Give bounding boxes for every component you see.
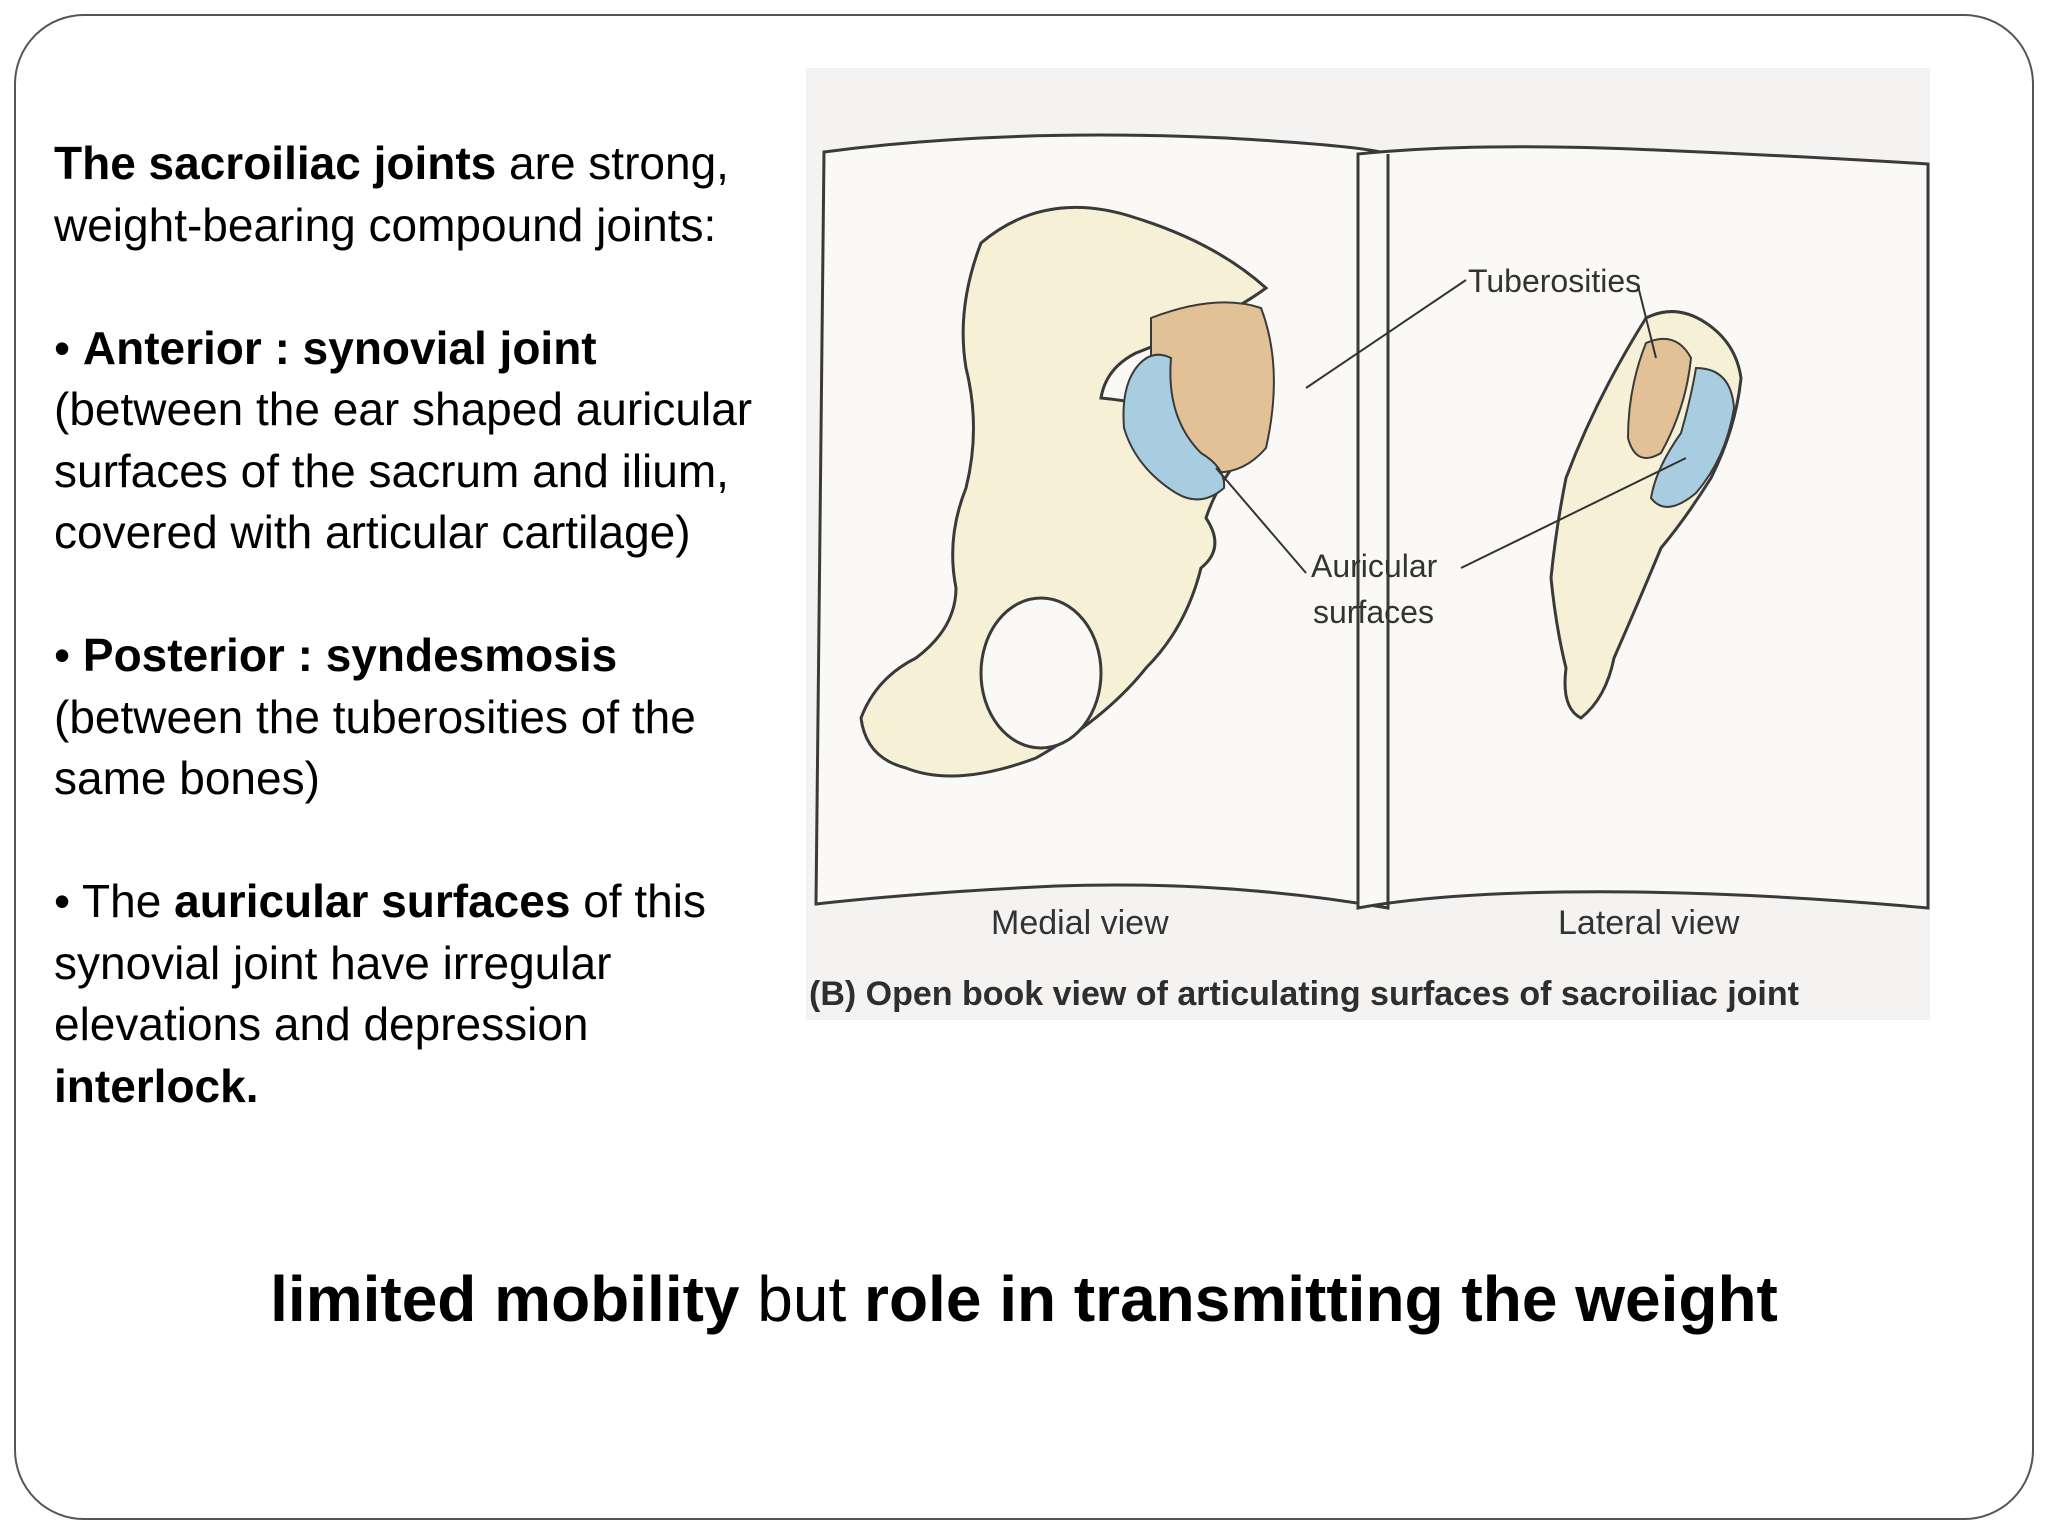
intro-line-1: The sacroiliac joints are strong, (54, 133, 854, 195)
auricular-heading: • The auricular surfaces of this (54, 871, 854, 933)
anterior-heading: • Anterior : synovial joint (54, 318, 854, 380)
anterior-line: covered with articular cartilage) (54, 506, 691, 558)
anterior-title: Anterior : synovial joint (82, 321, 597, 374)
intro-line-2: weight-bearing compound joints: (54, 198, 717, 251)
label-tuberosities: Tuberosities (1468, 263, 1641, 299)
body-text: The sacroiliac joints are strong, weight… (54, 133, 854, 1117)
label-auricular-1: Auricular (1311, 548, 1438, 584)
anterior-line: surfaces of the sacrum and ilium, (54, 444, 729, 497)
summary-line: limited mobility but role in transmittin… (0, 1262, 2048, 1336)
summary-bold-1: limited mobility (270, 1263, 740, 1335)
auricular-prefix: • The (54, 875, 175, 927)
spacer (54, 810, 854, 872)
auricular-line: synovial joint have irregular (54, 936, 612, 989)
sacrum-auricular-surface (1649, 366, 1736, 508)
auricular-bold: auricular surfaces (174, 875, 571, 927)
obturator-foramen (979, 596, 1103, 750)
sacrum-tuberosity (1626, 338, 1693, 459)
bullet-glyph: • (54, 629, 83, 681)
spacer (54, 564, 854, 626)
posterior-line: same bones) (54, 752, 320, 804)
bullet-glyph: • (54, 321, 83, 374)
open-book-illustration: Tuberosities Auricular surfaces Medial v… (814, 133, 1930, 942)
anterior-line: (between the ear shaped auricular (54, 383, 753, 435)
leader-auricular-left (1215, 467, 1307, 574)
ilium-auricular-surface (1122, 353, 1226, 501)
leader-auricular-right (1460, 457, 1687, 569)
label-medial-view: Medial view (991, 904, 1169, 942)
posterior-title: Posterior : syndesmosis (82, 629, 618, 681)
figure-caption: (B) Open book view of articulating surfa… (809, 975, 1799, 1013)
anatomy-figure: Tuberosities Auricular surfaces Medial v… (806, 68, 1930, 1020)
intro-rest: are strong, (496, 137, 729, 189)
leader-tuberosities-right (1637, 285, 1657, 359)
ilium-bone (859, 205, 1269, 778)
auricular-line: elevations and depression (54, 998, 589, 1050)
label-lateral-view: Lateral view (1558, 904, 1740, 942)
leader-tuberosities-left (1305, 279, 1467, 389)
posterior-line: (between the tuberosities of the (54, 690, 696, 743)
spacer (54, 256, 854, 318)
auricular-final: interlock. (54, 1056, 854, 1118)
intro-bold: The sacroiliac joints (54, 137, 497, 189)
auricular-suffix: of this (570, 875, 706, 927)
posterior-heading: • Posterior : syndesmosis (54, 625, 854, 687)
interlock-bold: interlock. (54, 1059, 259, 1112)
summary-middle: but (739, 1263, 865, 1335)
label-auricular-2: surfaces (1313, 594, 1434, 630)
summary-bold-2: role in transmitting the weight (864, 1263, 1778, 1335)
